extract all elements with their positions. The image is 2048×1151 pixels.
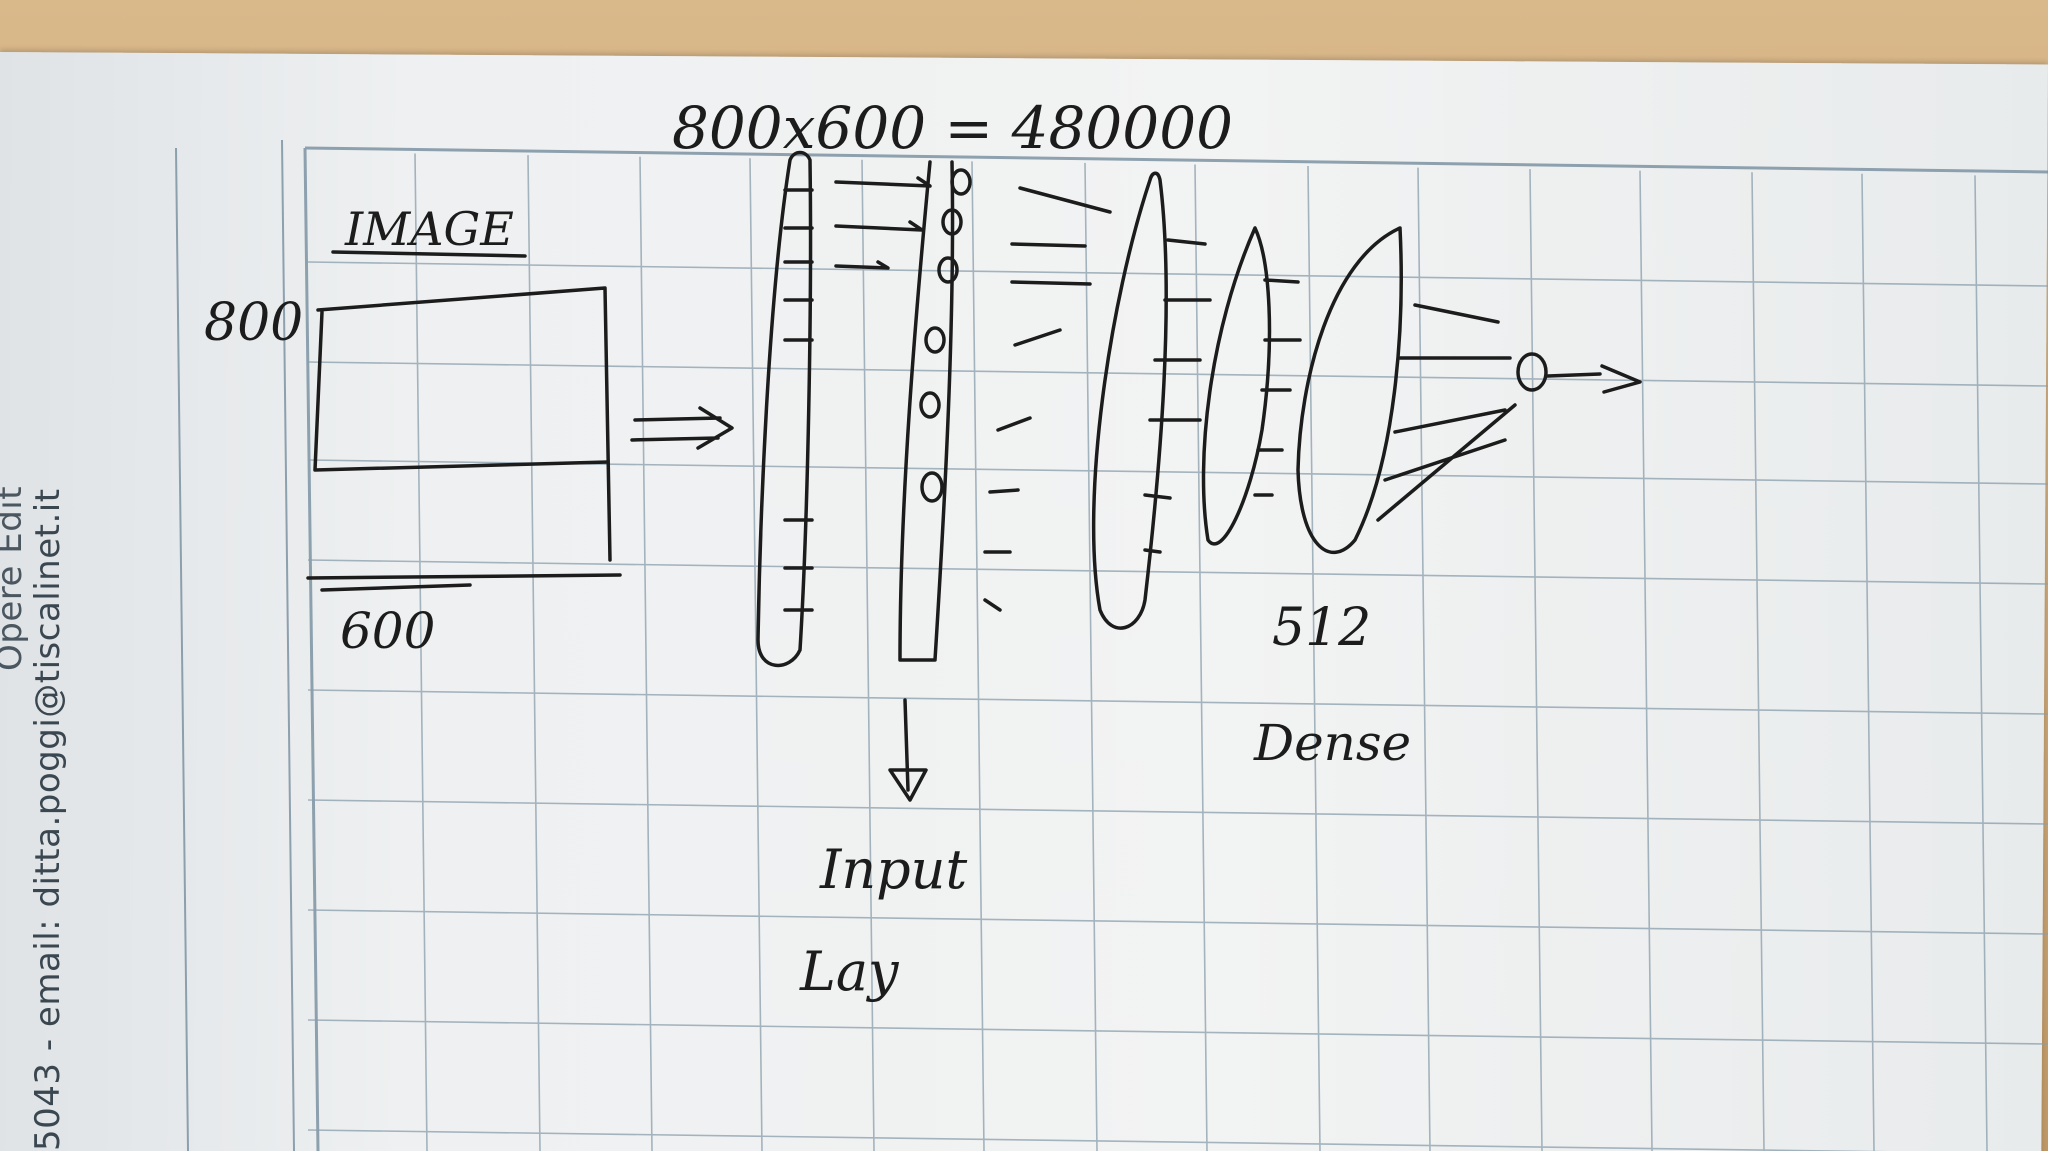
input-neuron [919, 391, 941, 419]
output-arrow [1546, 364, 1642, 394]
grid-horizontal-line [307, 361, 2048, 387]
input-neuron [937, 256, 959, 284]
title-formula-label: 800x600 = 480000 [672, 94, 1233, 162]
grid-vertical-line [861, 159, 875, 1151]
grid-vertical-line [527, 155, 541, 1151]
width-measure-line [320, 583, 472, 592]
input-neuron [920, 471, 944, 503]
grid-horizontal-line [307, 261, 2048, 287]
height-label: 800 [204, 293, 303, 353]
grid-vertical-line [1084, 162, 1098, 1151]
grid-vertical-line [971, 161, 985, 1151]
grid-vertical-line [1194, 164, 1208, 1151]
grid-horizontal-line [307, 1019, 2048, 1045]
input-neuron [941, 208, 963, 236]
image-inner-edge [313, 310, 610, 472]
grid-horizontal-line [307, 909, 2048, 935]
grid-lines [307, 153, 2048, 1151]
image-box-bottom [306, 573, 622, 580]
grid-horizontal-line [307, 689, 2048, 715]
margin-partial-line: Opere Edit [0, 485, 30, 671]
width-label: 600 [340, 602, 435, 660]
grid-vertical-line [1529, 169, 1543, 1151]
image-title-underline [331, 250, 527, 258]
margin-rule-inner [281, 139, 295, 1151]
grid-horizontal-line [307, 799, 2048, 825]
input-dense-connections [983, 186, 1112, 612]
dense-label: Dense [1253, 714, 1411, 772]
grid-top-border [304, 146, 2048, 174]
grid-vertical-line [1974, 175, 1988, 1151]
image-to-vector-arrow [630, 406, 734, 450]
input-neuron [950, 168, 972, 196]
handwritten-labels: 800x600 = 480000 IMAGE 800 600 Input Lay… [204, 94, 1411, 1003]
dense-layer-oval-2 [1201, 226, 1272, 546]
grid-vertical-line [1861, 173, 1875, 1151]
printed-margin-footer: 5043 - email: ditta.poggi@tiscalinet.it … [0, 486, 68, 1151]
grid-vertical-line [749, 158, 763, 1151]
input-label-pointer-arrow [888, 698, 928, 802]
image-label: IMAGE [344, 202, 514, 256]
grid-horizontal-line [307, 1129, 1889, 1151]
input-label-line2: Lay [799, 940, 900, 1003]
image-box-top-right [316, 286, 612, 562]
ink-strokes [306, 150, 1642, 802]
flatten-vector [756, 150, 813, 667]
input-layer-column [898, 160, 955, 662]
input-label-line1: Input [819, 838, 967, 901]
dense-layer-oval-1 [1091, 171, 1168, 630]
grid-vertical-line [1417, 167, 1431, 1151]
grid-vertical-line [1751, 172, 1765, 1151]
paper-grid [175, 139, 2048, 1151]
dense-layer-oval-3 [1296, 226, 1403, 554]
grid-vertical-line [1307, 166, 1321, 1151]
input-neuron [924, 326, 946, 354]
flatten-vector-cells [783, 188, 814, 612]
dense-to-dense-connections [1143, 238, 1302, 554]
vector-to-input-arrows [834, 176, 932, 270]
grid-vertical-line [1639, 170, 1653, 1151]
margin-rule-outer [175, 147, 189, 1151]
output-neuron [1516, 352, 1548, 392]
grid-left-border [303, 147, 320, 1151]
grid-vertical-line [414, 153, 428, 1151]
dense-units-label: 512 [1272, 598, 1371, 658]
dense-to-output-connections [1376, 303, 1517, 522]
margin-footer-line: 5043 - email: ditta.poggi@tiscalinet.it [28, 488, 68, 1151]
grid-vertical-line [639, 156, 653, 1151]
grid-horizontal-line [307, 559, 2048, 585]
